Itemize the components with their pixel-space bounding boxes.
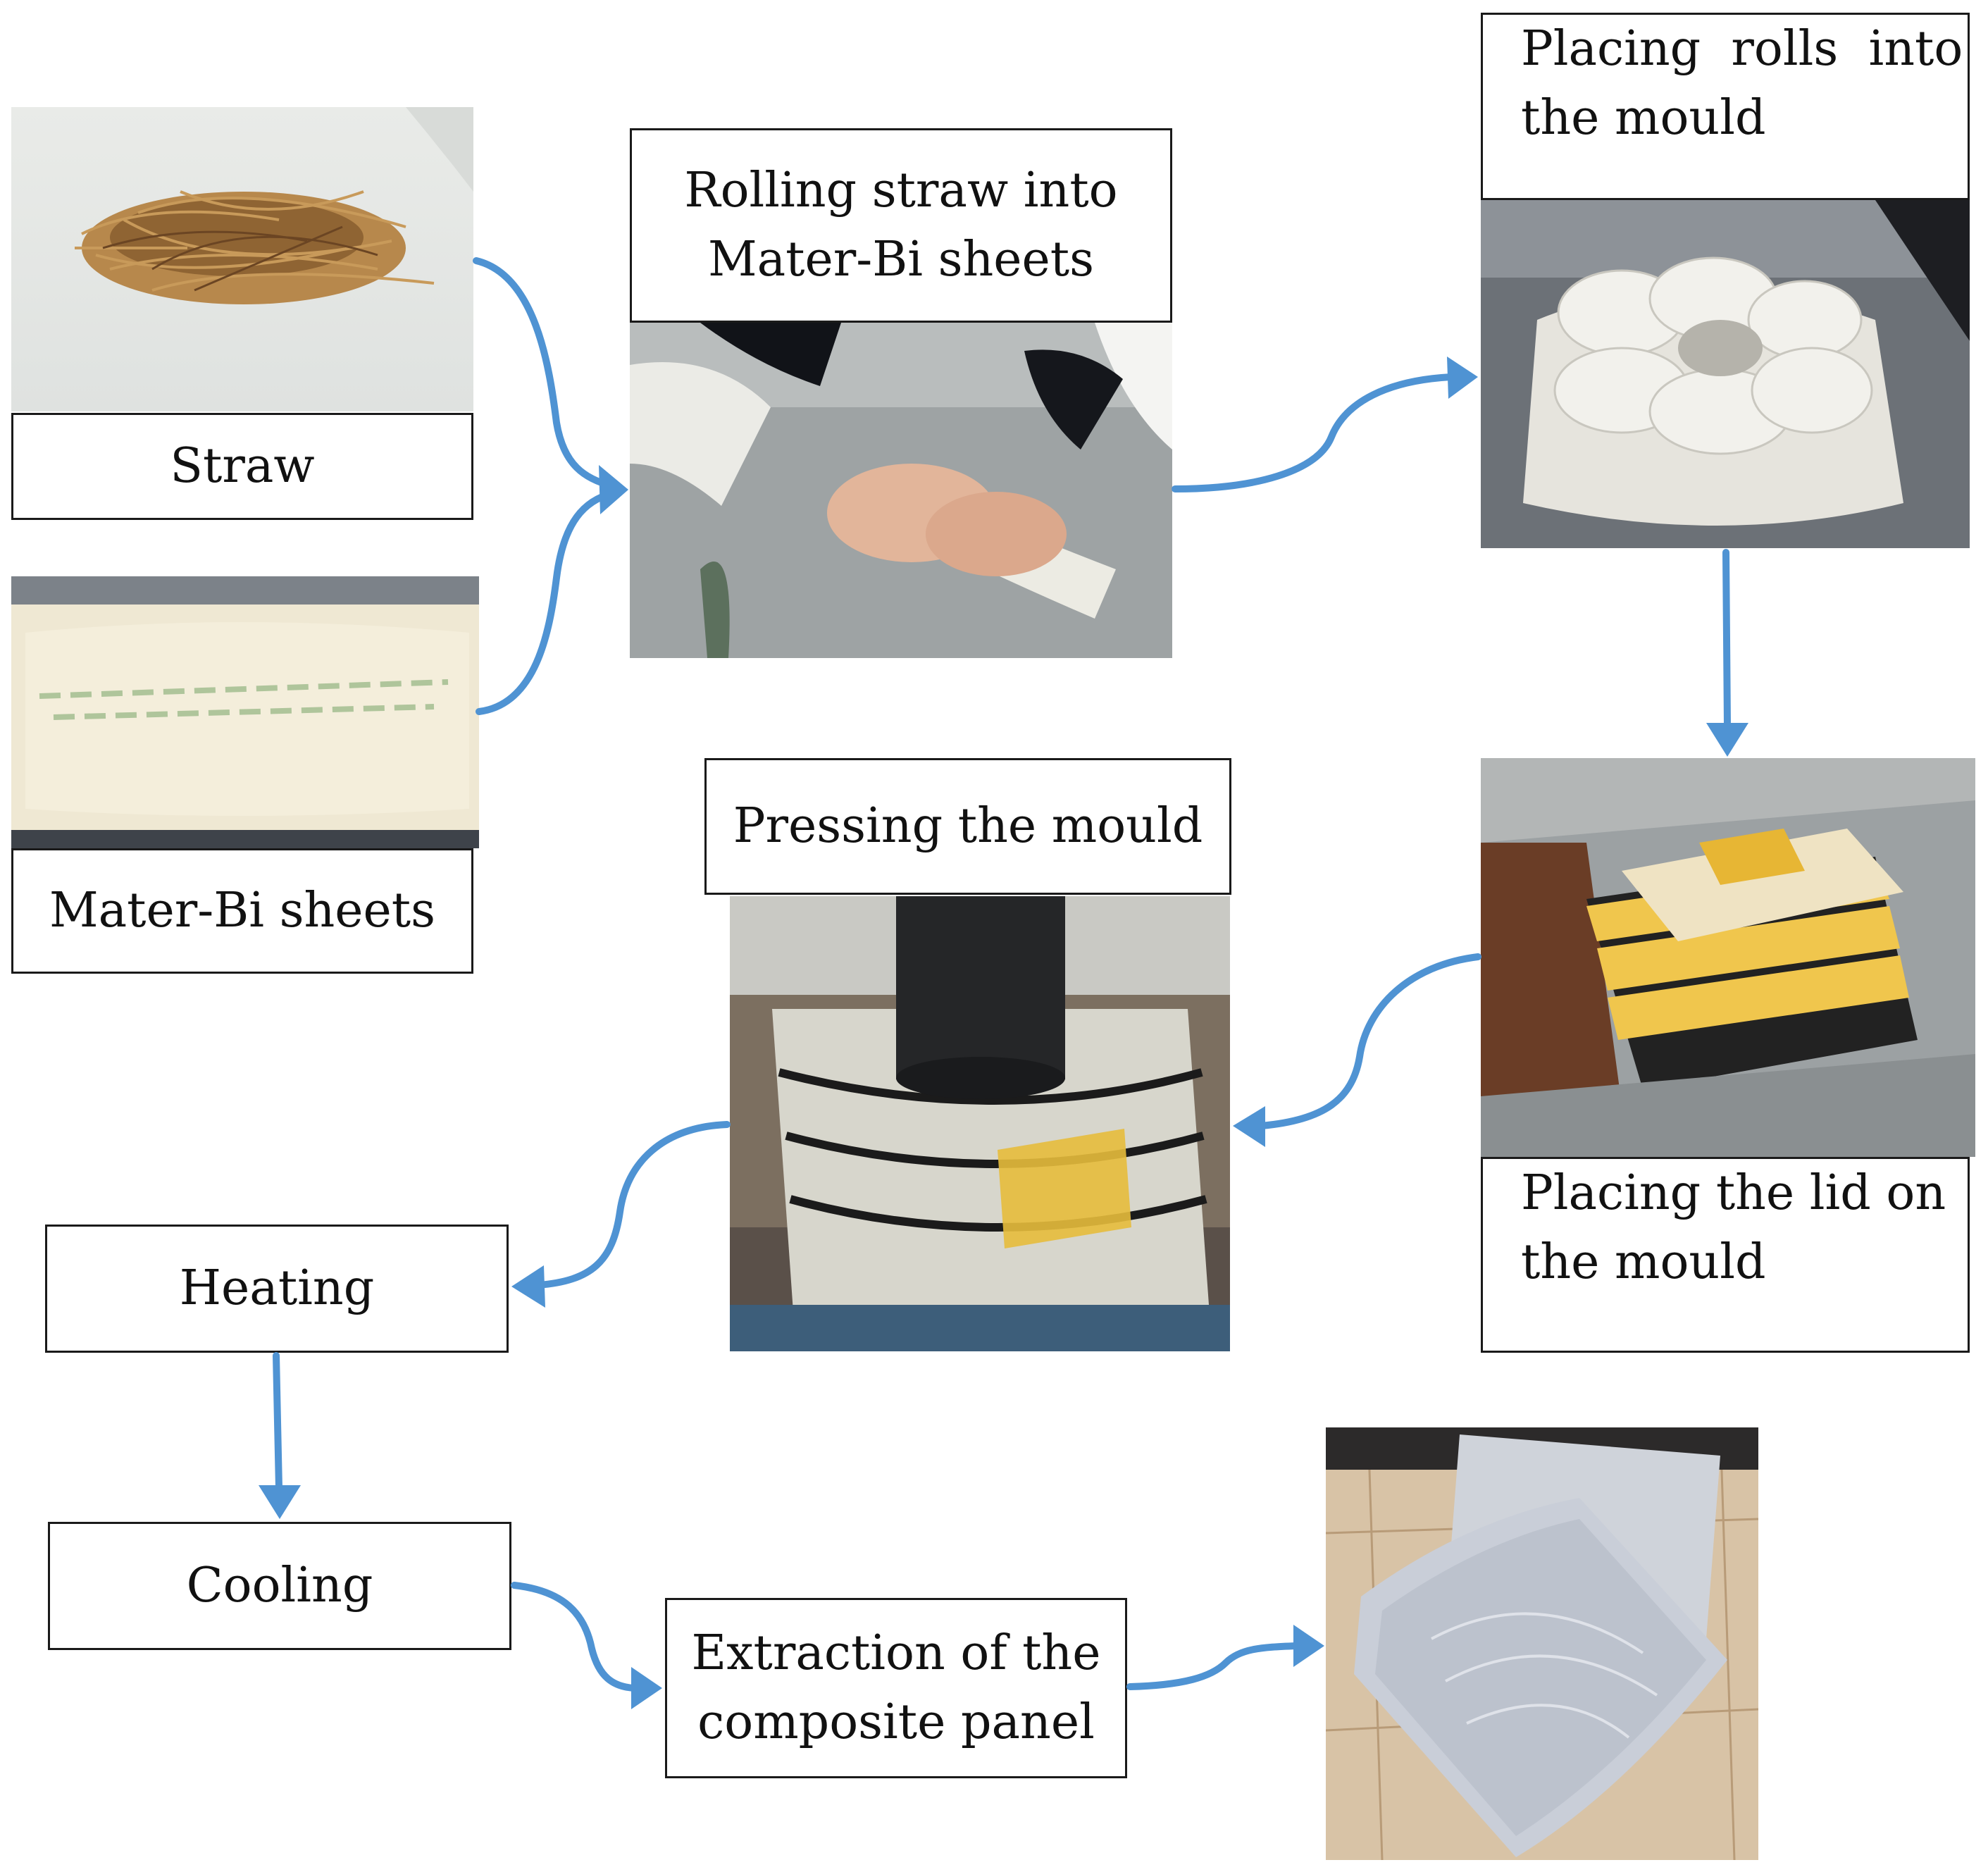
step-heating: Heating bbox=[45, 1225, 509, 1353]
step-placing-lid: Placing the lid on the mould bbox=[1481, 1157, 1970, 1353]
arrow-head-to-panel bbox=[1293, 1625, 1324, 1667]
step-mater-bi-sheets: Mater-Bi sheets bbox=[11, 848, 473, 974]
arrow-cooling-to-extraction bbox=[511, 1582, 638, 1692]
arrow-rolling-to-rolls bbox=[1172, 373, 1455, 492]
step-rolling-line1: Rolling straw into bbox=[684, 163, 1118, 218]
step-straw: Straw bbox=[11, 413, 473, 520]
arrow-head-to-heating bbox=[511, 1265, 545, 1308]
rolls-in-mould-photo bbox=[1481, 200, 1970, 548]
arrow-pressing-to-heating bbox=[535, 1121, 731, 1289]
step-mater-bi-label: Mater-Bi sheets bbox=[49, 883, 435, 938]
straw-photo bbox=[11, 107, 473, 411]
lid-on-mould-photo bbox=[1481, 758, 1975, 1157]
step-pressing-label: Pressing the mould bbox=[733, 798, 1203, 854]
step-placing-rolls-line2: the mould bbox=[1521, 90, 1766, 146]
arrow-head-to-rolling bbox=[599, 465, 628, 514]
arrow-lid-to-pressing bbox=[1257, 953, 1481, 1129]
step-cooling: Cooling bbox=[48, 1522, 511, 1650]
arrow-head-to-extraction bbox=[631, 1667, 662, 1709]
step-extraction: Extraction of the composite panel bbox=[665, 1598, 1127, 1778]
step-heating-label: Heating bbox=[179, 1260, 375, 1316]
panel-photo bbox=[1326, 1427, 1758, 1860]
step-rolling-line2: Mater-Bi sheets bbox=[708, 232, 1094, 287]
mater-bi-photo bbox=[11, 576, 479, 848]
step-pressing: Pressing the mould bbox=[704, 758, 1231, 895]
step-placing-lid-line1: Placing the lid on bbox=[1521, 1165, 1946, 1221]
step-straw-label: Straw bbox=[170, 438, 315, 494]
step-extraction-line1: Extraction of the bbox=[691, 1625, 1101, 1681]
step-rolling: Rolling straw into Mater-Bi sheets bbox=[630, 128, 1172, 323]
step-extraction-line2: composite panel bbox=[697, 1694, 1095, 1750]
arrow-materbi-to-rolling bbox=[476, 490, 616, 715]
step-placing-lid-line2: the mould bbox=[1521, 1234, 1766, 1290]
arrow-head-to-pressing bbox=[1233, 1106, 1265, 1147]
arrow-straw-to-rolling bbox=[473, 257, 616, 490]
arrow-heating-to-cooling bbox=[273, 1352, 282, 1492]
arrow-rolls-to-lid bbox=[1722, 549, 1731, 729]
arrow-extraction-to-panel bbox=[1126, 1642, 1300, 1690]
step-cooling-label: Cooling bbox=[186, 1558, 373, 1613]
step-placing-rolls-line1: Placing rolls into bbox=[1521, 21, 1963, 77]
pressing-photo bbox=[730, 896, 1230, 1351]
step-placing-rolls: Placing rolls into the mould bbox=[1481, 13, 1970, 200]
arrow-head-to-rolls bbox=[1447, 357, 1478, 399]
arrow-head-to-lid bbox=[1706, 723, 1748, 757]
arrow-head-to-cooling bbox=[259, 1485, 301, 1519]
rolling-photo bbox=[630, 323, 1172, 658]
